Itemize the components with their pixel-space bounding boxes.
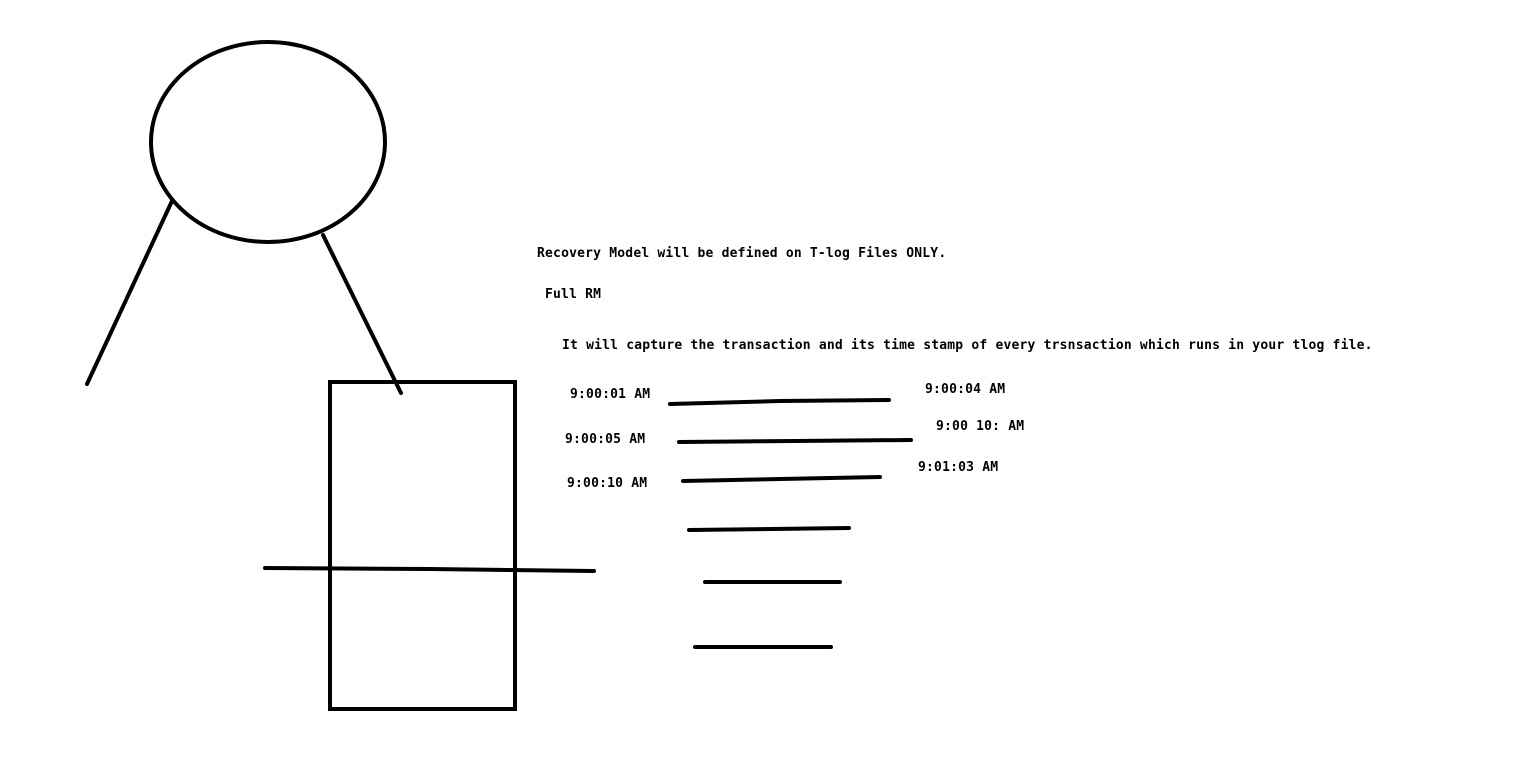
figure-head-circle [149,40,387,244]
transaction-line-4 [687,526,851,532]
transaction-line-3 [681,475,882,483]
transaction-end-time: 9:01:03 AM [918,460,999,475]
recovery-model-description: It will capture the transaction and its … [562,338,1373,353]
transaction-line-2 [677,438,913,444]
figure-left-line [85,199,174,386]
transaction-start-time: 9:00:10 AM [567,476,648,491]
transaction-start-time: 9:00:05 AM [565,432,646,447]
figure-right-line [321,233,403,395]
transaction-end-time: 9:00 10: AM [936,419,1025,434]
box-crossing-line [263,566,596,573]
transaction-start-time: 9:00:01 AM [570,387,651,402]
recovery-model-label: Full RM [545,287,602,302]
tlog-file-box [328,380,517,711]
transaction-end-time: 9:00:04 AM [925,382,1006,397]
recovery-model-heading: Recovery Model will be defined on T-log … [537,246,947,261]
transaction-line-1 [668,398,891,406]
